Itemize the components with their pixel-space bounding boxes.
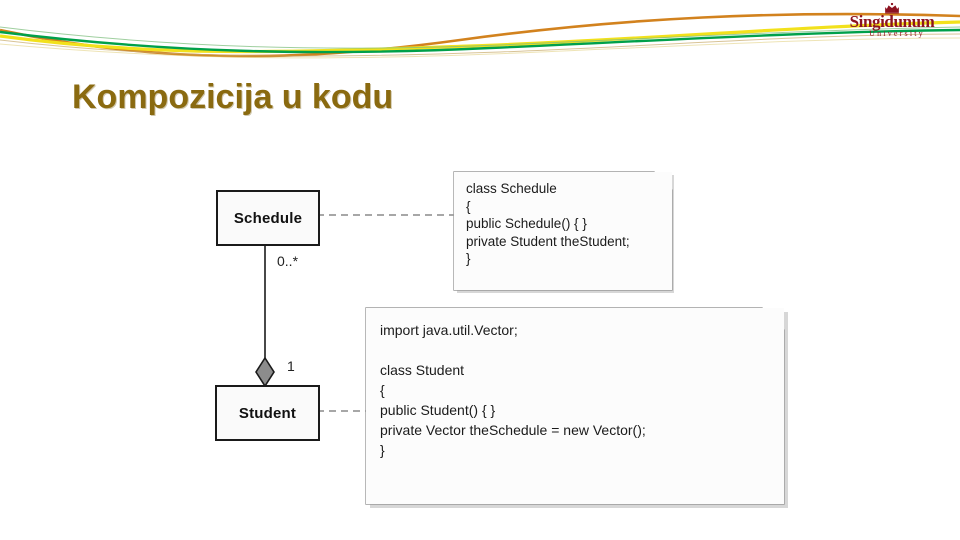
uml-class-schedule-label: Schedule xyxy=(233,209,303,227)
uml-class-student[interactable]: Student xyxy=(215,385,320,441)
university-logo: Singidunum University xyxy=(836,2,948,42)
uml-note-schedule: class Schedule { public Schedule() { } p… xyxy=(454,172,672,290)
uml-note-student-code: import java.util.Vector; class Student {… xyxy=(380,322,646,458)
page-title: Kompozicija u kodu xyxy=(72,78,394,116)
logo-name: Singidunum xyxy=(849,12,935,31)
multiplicity-label-many: 0..* xyxy=(277,253,299,269)
uml-class-schedule[interactable]: Schedule xyxy=(216,190,320,246)
uml-note-student: import java.util.Vector; class Student {… xyxy=(366,308,784,504)
composition-diamond-icon xyxy=(255,356,275,388)
multiplicity-label-one: 1 xyxy=(287,358,295,374)
uml-class-student-label: Student xyxy=(238,404,297,422)
uml-note-schedule-code: class Schedule { public Schedule() { } p… xyxy=(466,181,630,266)
crown-emblem-icon xyxy=(885,2,899,14)
logo-subtitle: University xyxy=(869,29,925,38)
